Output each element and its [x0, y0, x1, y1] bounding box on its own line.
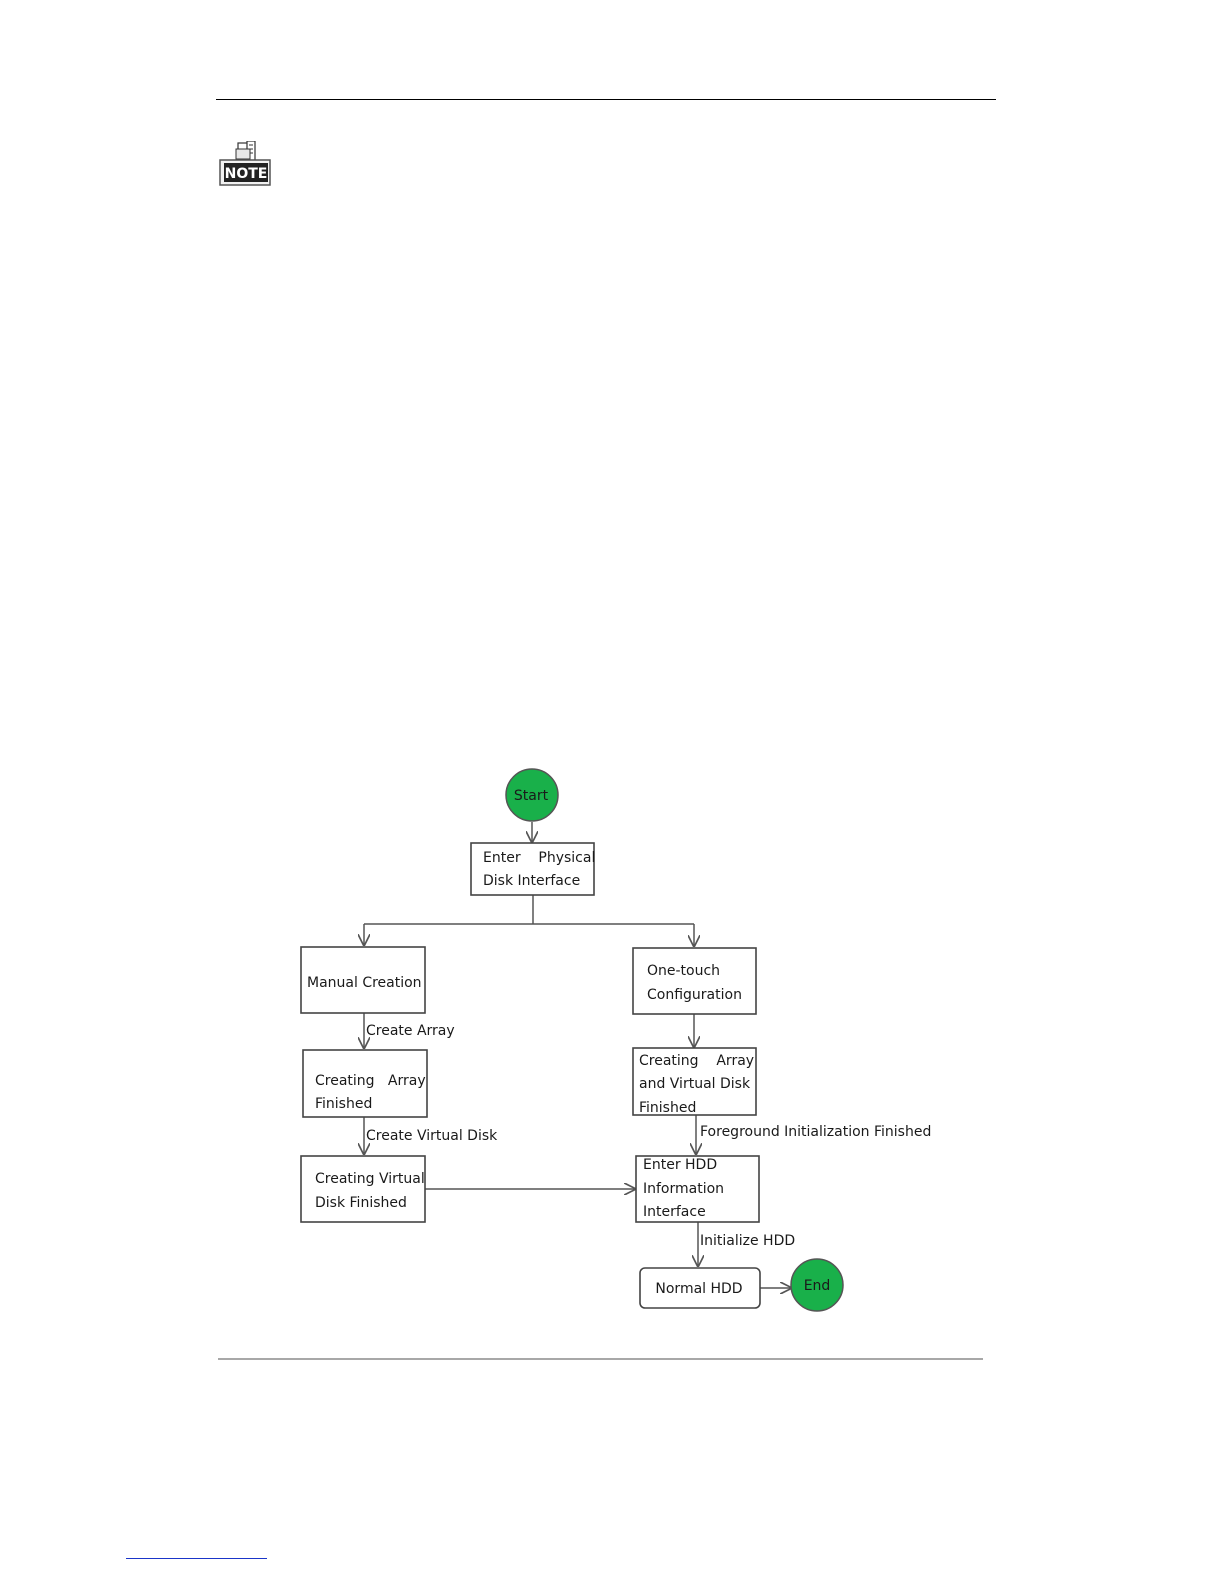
node-enter-hdd-box [635, 1155, 760, 1223]
node-manual-creation-line1: Manual Creation [307, 975, 422, 991]
start-terminal: Start [505, 768, 559, 822]
edge-label-create-virtual-disk: Create Virtual Disk [366, 1128, 498, 1144]
footer-link-underline [126, 1558, 267, 1559]
node-enter-hdd-line3: Interface [643, 1204, 706, 1220]
node-enter-hdd: Enter HDD Information Interface [643, 1157, 724, 1220]
edge-label-foreground-init: Foreground Initialization Finished [700, 1124, 931, 1140]
end-label: End [804, 1278, 831, 1294]
node-one-touch-line1: One-touch [647, 963, 720, 979]
node-enter-physical: Enter Physical Disk Interface [483, 850, 595, 889]
node-enter-hdd-line1: Enter HDD [643, 1157, 717, 1173]
node-creating-vd-box [300, 1155, 426, 1223]
node-creating-array-line2: Finished [315, 1096, 372, 1112]
node-creating-array-box [302, 1049, 428, 1118]
note-icon: NOTE [219, 141, 271, 186]
node-one-touch-line2: Configuration [647, 987, 742, 1003]
node-enter-physical-line2: Disk Interface [483, 873, 580, 889]
node-creating-array-vd-line1: Creating Array [639, 1053, 754, 1069]
edge-label-initialize-hdd: Initialize HDD [700, 1233, 795, 1249]
footer-rule [218, 1358, 983, 1360]
node-normal-hdd-line1: Normal HDD [655, 1281, 742, 1297]
node-creating-vd-line1: Creating Virtual [315, 1171, 425, 1187]
node-creating-array-vd: Creating Array and Virtual Disk Finished [639, 1053, 754, 1116]
node-creating-array-vd-line3: Finished [639, 1100, 696, 1116]
node-one-touch-box [632, 947, 757, 1015]
node-creating-array-vd-line2: and Virtual Disk [639, 1076, 751, 1092]
node-creating-array-line1: Creating Array [315, 1073, 426, 1089]
header-rule [216, 99, 996, 100]
note-label: NOTE [225, 166, 268, 182]
end-terminal: End [790, 1258, 844, 1312]
edge-label-create-array: Create Array [366, 1023, 455, 1039]
node-normal-hdd: Normal HDD [655, 1281, 742, 1297]
node-enter-physical-box [470, 842, 595, 896]
start-label: Start [514, 788, 549, 804]
node-enter-physical-line1: Enter Physical [483, 850, 595, 866]
node-manual-creation: Manual Creation [307, 975, 422, 991]
node-creating-array: Creating Array Finished [315, 1073, 426, 1112]
node-creating-vd-line2: Disk Finished [315, 1195, 407, 1211]
node-creating-vd: Creating Virtual Disk Finished [315, 1171, 425, 1211]
node-manual-creation-box [300, 946, 426, 1014]
node-one-touch: One-touch Configuration [647, 963, 742, 1003]
node-creating-array-vd-box [632, 1047, 757, 1116]
node-normal-hdd-box [639, 1267, 761, 1309]
node-enter-hdd-line2: Information [643, 1181, 724, 1197]
